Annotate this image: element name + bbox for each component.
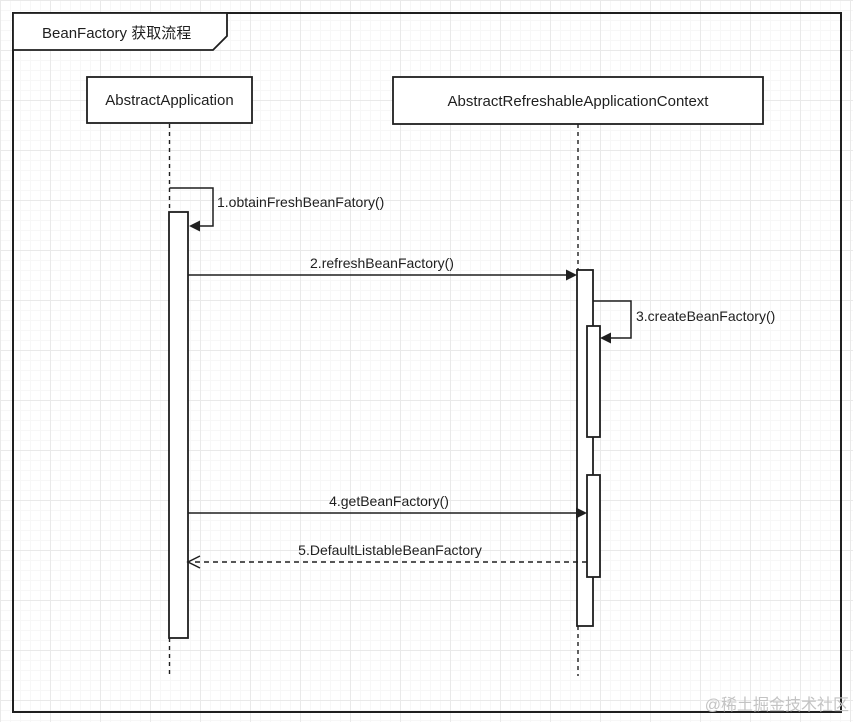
actor-box-abstractapplication: [86, 76, 253, 124]
message-3-label: 3.createBeanFactory(): [636, 308, 775, 324]
message-1-self-line: [169, 187, 214, 227]
message-2-arrowhead: [566, 269, 577, 281]
message-4-arrowhead: [576, 507, 587, 519]
message-2-label: 2.refreshBeanFactory(): [310, 255, 454, 271]
frame-title-pentagon: [12, 12, 228, 51]
message-5-open-arrowhead: [186, 555, 201, 569]
actor-label-context: AbstractRefreshableApplicationContext: [448, 93, 710, 110]
message-3-self-line: [593, 300, 632, 339]
watermark: @稀土掘金技术社区: [705, 696, 849, 714]
diagram-frame: [12, 12, 842, 713]
message-1-label: 1.obtainFreshBeanFatory(): [217, 194, 384, 210]
message-3-arrowhead: [600, 332, 611, 344]
actor-box-context: [392, 76, 764, 125]
message-4-label: 4.getBeanFactory(): [329, 493, 449, 509]
activation-bar-context-nested-2: [586, 474, 601, 578]
actor-label-abstractapplication: AbstractApplication: [105, 92, 233, 109]
frame-title: BeanFactory 获取流程: [42, 25, 191, 42]
message-5-label: 5.DefaultListableBeanFactory: [298, 542, 482, 558]
message-1-arrowhead: [189, 220, 200, 232]
activation-bar-abstractapplication: [168, 211, 189, 639]
activation-bar-context-nested-1: [586, 325, 601, 438]
